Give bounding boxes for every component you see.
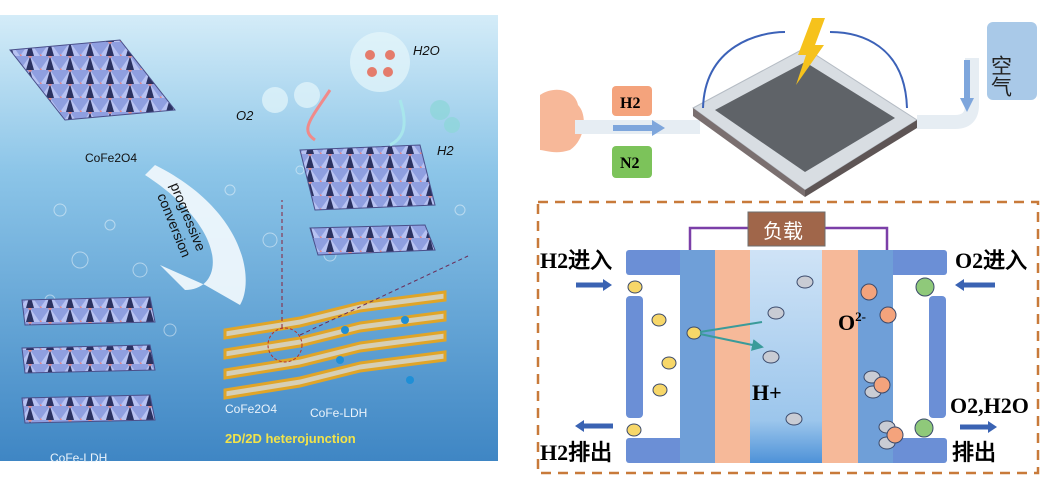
inlet-arrow bbox=[652, 120, 665, 136]
h-ion-label: H+ bbox=[752, 380, 782, 405]
hetero-title: 2D/2D heterojunction bbox=[225, 431, 356, 446]
ldh-layer-1 bbox=[21, 296, 156, 326]
outlet-pipe bbox=[917, 58, 979, 129]
h2-box-label: H2 bbox=[620, 95, 640, 112]
ldh-layer-2 bbox=[21, 344, 156, 374]
ldh-layer-top bbox=[309, 224, 436, 256]
o2-in-label: O2进入 bbox=[955, 248, 1027, 273]
ldh-layer-3 bbox=[21, 394, 156, 424]
h2-molecules bbox=[626, 280, 702, 437]
h2-in-label: H2进入 bbox=[540, 248, 612, 273]
o2-bubble-2 bbox=[294, 82, 320, 108]
water-bubble bbox=[350, 32, 410, 92]
fuel-cell-device: H2 N2 空气 bbox=[540, 18, 1037, 197]
left-panel: CoFe2O4 H2O O2 H2 progressive conversion bbox=[0, 15, 498, 465]
gas-cloud bbox=[540, 89, 584, 153]
oxygen-ions bbox=[860, 283, 904, 444]
h2-evolution-arrow bbox=[389, 99, 406, 147]
o2-bubble bbox=[262, 87, 288, 113]
h2-in-arrow bbox=[603, 279, 612, 291]
o2-evolution-arrow bbox=[306, 89, 332, 142]
o2-in-arrow bbox=[955, 279, 964, 291]
h2-out-arrow bbox=[575, 420, 584, 432]
exhaust-arrow bbox=[988, 421, 997, 433]
proton-arrows bbox=[699, 321, 762, 347]
n2-box bbox=[612, 146, 652, 178]
o2-molecules bbox=[914, 277, 935, 438]
conversion-arrow bbox=[145, 165, 246, 305]
h2-label: H2 bbox=[437, 143, 454, 158]
electrode-membrane bbox=[715, 62, 895, 172]
load-label: 负载 bbox=[763, 220, 803, 243]
air-label: 空气 bbox=[989, 55, 1013, 97]
circuit-arc bbox=[702, 31, 908, 109]
anode bbox=[680, 250, 715, 463]
top-crystal-label: CoFe2O4 bbox=[85, 151, 137, 165]
hetero-right-label: CoFe-LDH bbox=[310, 406, 367, 420]
cofe2o4-crystal-2 bbox=[299, 144, 436, 211]
h2-bubbles bbox=[430, 100, 450, 120]
h2-out-label: H2排出 bbox=[540, 440, 612, 465]
n2-box-label: N2 bbox=[620, 155, 640, 172]
cathode-plate bbox=[929, 296, 946, 418]
out-label: 排出 bbox=[952, 440, 996, 465]
o2-label: O2 bbox=[236, 108, 254, 123]
h2o-label: H2O bbox=[413, 43, 440, 58]
h2-box bbox=[612, 86, 652, 116]
o2-h2o-label: O2,H2O bbox=[950, 393, 1029, 418]
load-box bbox=[747, 211, 826, 247]
lightning-icon bbox=[796, 18, 825, 85]
ldh-label: CoFe-LDH bbox=[50, 451, 107, 465]
heterojunction-stack bbox=[223, 200, 469, 400]
hetero-left-label: CoFe2O4 bbox=[225, 402, 277, 416]
dashed-frame bbox=[536, 200, 1040, 475]
air-box bbox=[987, 22, 1037, 100]
cofe2o4-crystal bbox=[9, 39, 176, 121]
air-arrow bbox=[960, 98, 974, 112]
anode-plate bbox=[626, 296, 643, 418]
cell-schematic: 负载 O2- H+ H2进入 H2排出 O bbox=[536, 200, 1040, 475]
